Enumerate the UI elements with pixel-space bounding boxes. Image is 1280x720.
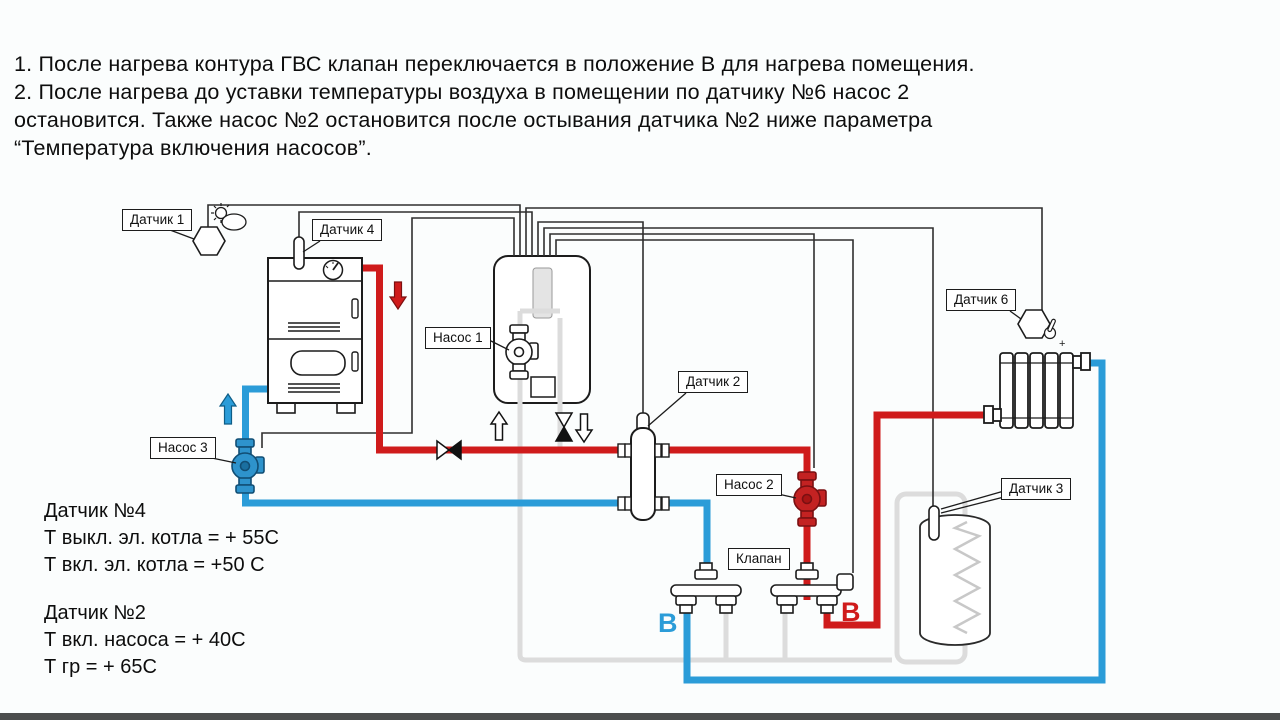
flow-arrow-down-red	[388, 281, 408, 311]
video-bottom-bar	[0, 713, 1280, 720]
sensor4-settings: Датчик №4 Т выкл. эл. котла = + 55С Т вк…	[44, 498, 279, 579]
flow-arrow-up-outline	[489, 410, 509, 441]
three-way-valve-right	[770, 562, 854, 614]
annotation-line-4: “Температура включения насосов”.	[14, 136, 372, 160]
annotation-paragraph: 1. После нагрева контура ГВС клапан пере…	[14, 50, 1274, 162]
svg-text:+: +	[1059, 338, 1065, 350]
label-sensor2-text: Датчик 2	[686, 374, 741, 389]
hydraulic-separator	[617, 412, 670, 521]
sun-cloud-icon	[211, 203, 247, 231]
wire-sensor6	[525, 207, 1043, 310]
label-sensor6-text: Датчик 6	[954, 292, 1009, 307]
wire-sensor3	[543, 227, 934, 506]
label-pump1-text: Насос 1	[433, 330, 483, 345]
sensor2-settings-line2: Т гр = + 65С	[44, 656, 157, 678]
cold-pipes	[242, 359, 1106, 684]
flow-arrow-up-blue	[218, 392, 238, 425]
sensor4-pocket	[293, 236, 305, 270]
sensor4-settings-title: Датчик №4	[44, 500, 146, 522]
thermometer-icon	[322, 259, 344, 281]
label-sensor6: Датчик 6	[946, 289, 1017, 311]
label-pump1: Насос 1	[425, 327, 491, 349]
sensor2-settings-line1: Т вкл. насоса = + 40С	[44, 629, 246, 651]
wire-pump2	[549, 233, 815, 468]
pump-3	[231, 438, 265, 494]
label-pump2: Насос 2	[716, 474, 782, 496]
valve-actuator	[836, 573, 854, 591]
tank-coil	[951, 520, 983, 635]
sensor4-settings-line1: Т выкл. эл. котла = + 55С	[44, 527, 279, 549]
hand-icon: +	[1043, 318, 1065, 350]
label-sensor1-text: Датчик 1	[130, 212, 185, 227]
label-valve: Клапан	[728, 548, 790, 570]
sensor2-settings-title: Датчик №2	[44, 602, 146, 624]
label-pump3-text: Насос 3	[158, 440, 208, 455]
label-sensor1: Датчик 1	[122, 209, 193, 231]
label-sensor4-text: Датчик 4	[320, 222, 375, 237]
sensor2-settings: Датчик №2 Т вкл. насоса = + 40С Т гр = +…	[44, 600, 246, 681]
label-sensor3-text: Датчик 3	[1009, 481, 1064, 496]
dhw-tank	[919, 505, 991, 646]
label-pump3: Насос 3	[150, 437, 216, 459]
outdoor-sensor	[169, 203, 247, 256]
sensor4-settings-line2: Т вкл. эл. котла = +50 С	[44, 554, 265, 576]
solid-fuel-boiler	[267, 236, 363, 414]
label-sensor4: Датчик 4	[312, 219, 383, 241]
control-wires	[207, 204, 1043, 573]
valve-position-b-blue: В	[658, 608, 678, 638]
electric-boiler	[493, 255, 591, 404]
label-sensor3: Датчик 3	[1001, 478, 1072, 500]
valve-position-b-red: В	[841, 597, 861, 627]
annotation-line-2: 2. После нагрева до уставки температуры …	[14, 80, 910, 104]
three-way-valve-left	[670, 562, 742, 614]
room-sensor: +	[1009, 309, 1065, 350]
wire-sensor2	[537, 221, 644, 415]
label-sensor2: Датчик 2	[678, 371, 749, 393]
check-valve-icon	[436, 439, 462, 461]
flow-arrow-down-outline	[574, 413, 594, 444]
dhw-valve-icon	[554, 412, 574, 442]
label-valve-text: Клапан	[736, 551, 782, 566]
sensor3-pocket	[928, 505, 940, 541]
wire-sensor4	[298, 211, 533, 256]
pump-1	[505, 324, 539, 380]
wire-sensor1	[207, 204, 521, 256]
pump-2	[793, 471, 827, 527]
annotation-line-1: 1. После нагрева контура ГВС клапан пере…	[14, 52, 975, 76]
wire-valve	[555, 239, 854, 573]
boiler-display	[532, 267, 553, 319]
wire-pump3	[261, 217, 515, 448]
annotation-line-3: остановится. Также насос №2 остановится …	[14, 108, 933, 132]
label-pump2-text: Насос 2	[724, 477, 774, 492]
radiator	[983, 352, 1091, 429]
